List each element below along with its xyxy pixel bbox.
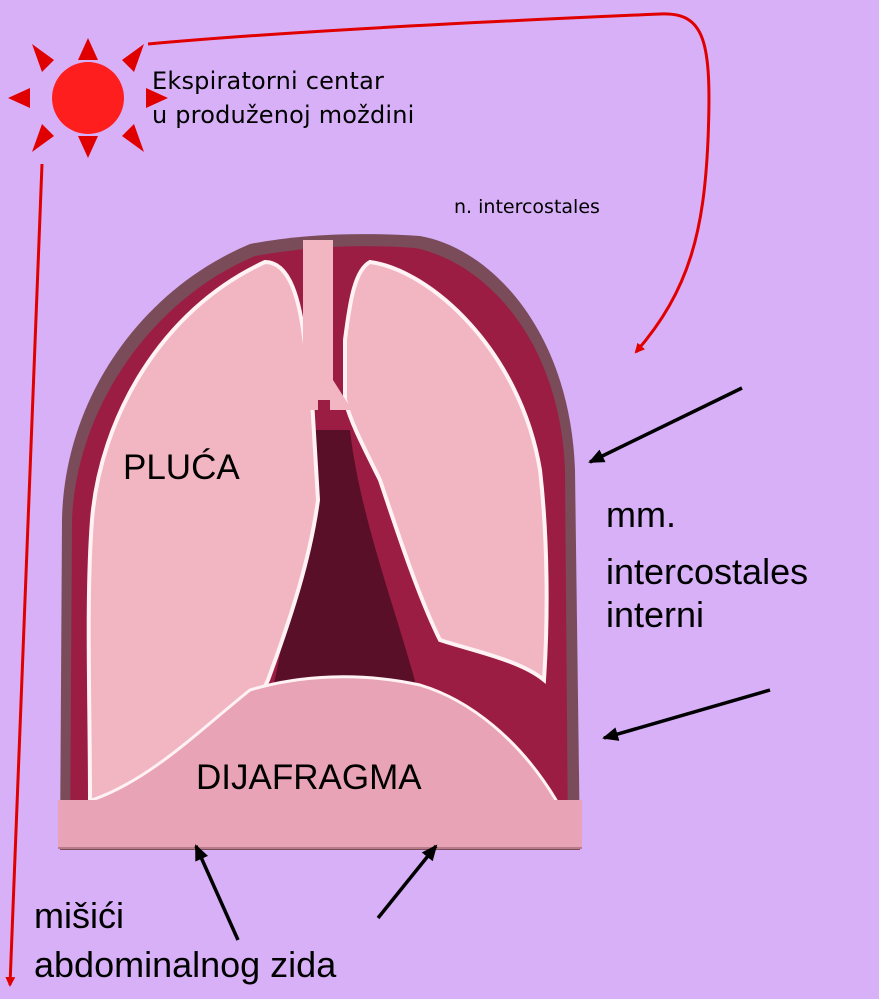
- expiratory-center-line2: u produženoj moždini: [152, 98, 415, 132]
- expiratory-center-sun-icon: [8, 38, 168, 158]
- abdominal-line1: mišići: [34, 895, 336, 936]
- nerve-pathway-abdominal: [10, 164, 42, 985]
- trachea: [303, 240, 333, 400]
- intercostal-line3: interni: [606, 594, 808, 635]
- intercostal-arrow-upper: [590, 388, 742, 462]
- abdominal-muscles-label: mišići abdominalnog zida: [34, 895, 336, 985]
- expiratory-center-label: Ekspiratorni centar u produženoj moždini: [152, 64, 415, 132]
- intercostal-muscles-label: mm. intercostales interni: [606, 494, 808, 635]
- lung-label: PLUĆA: [123, 448, 240, 488]
- intercostal-arrow-lower: [604, 690, 770, 738]
- nerve-label: n. intercostales: [454, 196, 600, 218]
- abdominal-arrow-right: [378, 846, 436, 918]
- intercostal-line1: mm.: [606, 494, 808, 535]
- diaphragm-label: DIJAFRAGMA: [196, 758, 422, 798]
- abdominal-line2: abdominalnog zida: [34, 944, 336, 985]
- intercostal-line2: intercostales: [606, 551, 808, 592]
- expiratory-center-line1: Ekspiratorni centar: [152, 64, 415, 98]
- chest-base: [58, 800, 582, 848]
